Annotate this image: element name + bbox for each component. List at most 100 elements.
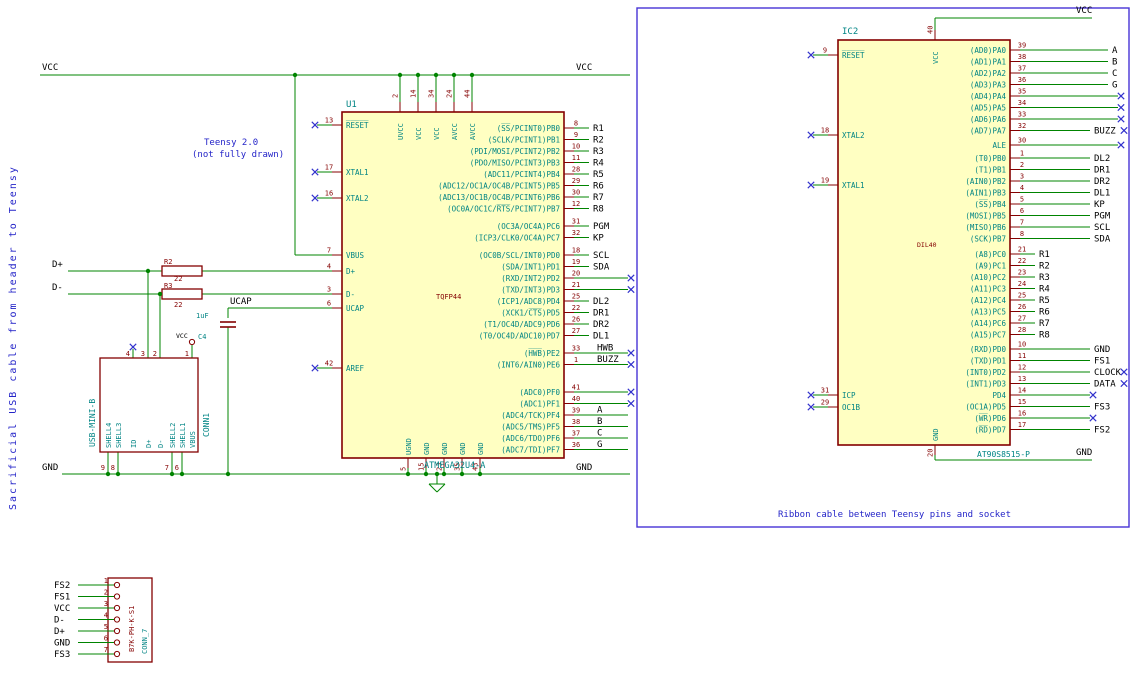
pin-number: 4 [327, 263, 331, 271]
net-label: R1 [593, 124, 604, 134]
pin-number: 11 [572, 154, 580, 162]
pin-number: 5 [1020, 196, 1024, 204]
noconnect-x [807, 403, 815, 411]
noconnect-x [1117, 92, 1125, 100]
net-label: DL1 [593, 332, 609, 342]
net-label: G [1112, 81, 1117, 91]
net-label-vcc: VCC [42, 63, 58, 73]
pin-number: 6 [104, 635, 108, 643]
pin-name: (RXD)PD0 [970, 345, 1007, 354]
pin-number: 1 [104, 577, 108, 585]
pin-name: (OC0A/OC1C/R̅T̅S̅/PCINT7)PB7 [447, 204, 560, 213]
pin-number: 41 [572, 384, 580, 392]
pin-number: 18 [572, 247, 580, 255]
pin-number: 8 [111, 464, 115, 472]
net-label: FS1 [1094, 357, 1110, 367]
pin-name: AVCC [469, 123, 477, 140]
pin-name: (A9)PC1 [974, 261, 1006, 270]
ribbon-caption: Ribbon cable between Teensy pins and soc… [778, 510, 1011, 520]
noconnect-x [1089, 391, 1097, 399]
net-label: R7 [1039, 319, 1050, 329]
pin-name: (T1/OC4D/ADC9)PD6 [483, 320, 560, 329]
pin-name: VCC [415, 127, 423, 140]
ic2-value: AT90S8515-P [977, 450, 1030, 459]
noconnect-x [311, 121, 319, 129]
junction [434, 471, 440, 477]
junction [451, 72, 457, 78]
pin-name: PD4 [992, 391, 1006, 400]
net-label: HWB [597, 344, 613, 354]
net-label: R8 [593, 205, 604, 215]
pin-number: 14 [410, 90, 418, 98]
pin-name: VBUS [189, 431, 197, 448]
pin-number: 7 [165, 464, 169, 472]
pin-number: 43 [472, 463, 480, 471]
net-label: GND [54, 639, 70, 649]
conn7-footprint: B7K-PH-K-S1 [128, 606, 136, 652]
pin-number: 28 [572, 166, 580, 174]
r3-value: 22 [174, 301, 182, 309]
net-label: D- [54, 616, 65, 626]
pin-number: 22 [1018, 257, 1026, 265]
pin-number: 31 [821, 387, 829, 395]
gnd-symbol [436, 483, 446, 493]
pin-number: 32 [572, 229, 580, 237]
pin-name: (H̅W̅B̅)PE2 [524, 348, 560, 357]
resistor-r3[interactable] [161, 288, 203, 300]
pin-name: R̅E̅S̅E̅T̅ [842, 50, 865, 59]
pin-number: 37 [1018, 65, 1026, 73]
pin-name: (AD5)PA5 [970, 103, 1006, 112]
noconnect-x [627, 388, 635, 396]
noconnect-x [1117, 115, 1125, 123]
pin-name: GND [423, 442, 431, 455]
pin-number: 21 [1018, 246, 1026, 254]
net-label: FS1 [54, 593, 70, 603]
junction [169, 471, 175, 477]
pin-number: 9 [823, 47, 827, 55]
pin-name: D+ [145, 440, 153, 448]
pin-name: (SDA/INT1)PD1 [501, 262, 560, 271]
pin-number: 9 [574, 131, 578, 139]
pin-pad [113, 650, 121, 658]
noconnect-x [311, 194, 319, 202]
pin-name: (OC3A/OC4A)PC6 [497, 222, 561, 231]
r2-reference: R2 [164, 258, 172, 266]
pin-name: (ICP3/CLK0/OC4A)PC7 [474, 233, 560, 242]
junction [179, 471, 185, 477]
pin-name: UGND [405, 438, 413, 455]
net-label: DR1 [593, 309, 609, 319]
ic2-body[interactable] [837, 39, 1011, 446]
pin-name: AREF [346, 364, 365, 373]
pin-name: (PDO/MISO/PCINT3)PB3 [470, 158, 560, 167]
pin-number: 3 [104, 600, 108, 608]
net-label-dplus: D+ [52, 260, 63, 270]
pin-name: (OC1A)PD5 [965, 402, 1006, 411]
resistor-r2[interactable] [161, 265, 203, 277]
usb-connector-body[interactable] [99, 357, 199, 453]
pin-number: 1 [185, 350, 189, 358]
junction [433, 72, 439, 78]
pin-number: 5 [104, 623, 108, 631]
junction [397, 72, 403, 78]
noconnect-x [627, 399, 635, 408]
pin-number: 16 [325, 190, 333, 198]
pin-name: VCC [433, 127, 441, 140]
pin-name: (T0/OC4D/ADC10)PD7 [479, 331, 560, 340]
net-label: DR2 [593, 320, 609, 330]
net-label: A [1112, 46, 1118, 56]
u1-body[interactable] [341, 111, 565, 459]
pin-name: (ADC11/PCINT4)PB4 [483, 170, 560, 179]
c4-value: 1uF [196, 312, 209, 320]
net-label: VCC [54, 604, 70, 614]
net-label-vcc: VCC [576, 63, 592, 73]
net-label: SCL [593, 251, 609, 261]
net-label: PGM [593, 222, 610, 232]
net-label: G [597, 440, 602, 450]
ic2-reference: IC2 [842, 27, 858, 37]
net-label: FS2 [54, 581, 70, 591]
noconnect-x [1120, 126, 1128, 135]
pin-number: 23 [1018, 269, 1026, 277]
pin-number: 12 [572, 200, 580, 208]
pin-name: (S̅S̅/PCINT0)PB0 [497, 123, 561, 132]
pin-name: (A14)PC6 [970, 319, 1007, 328]
